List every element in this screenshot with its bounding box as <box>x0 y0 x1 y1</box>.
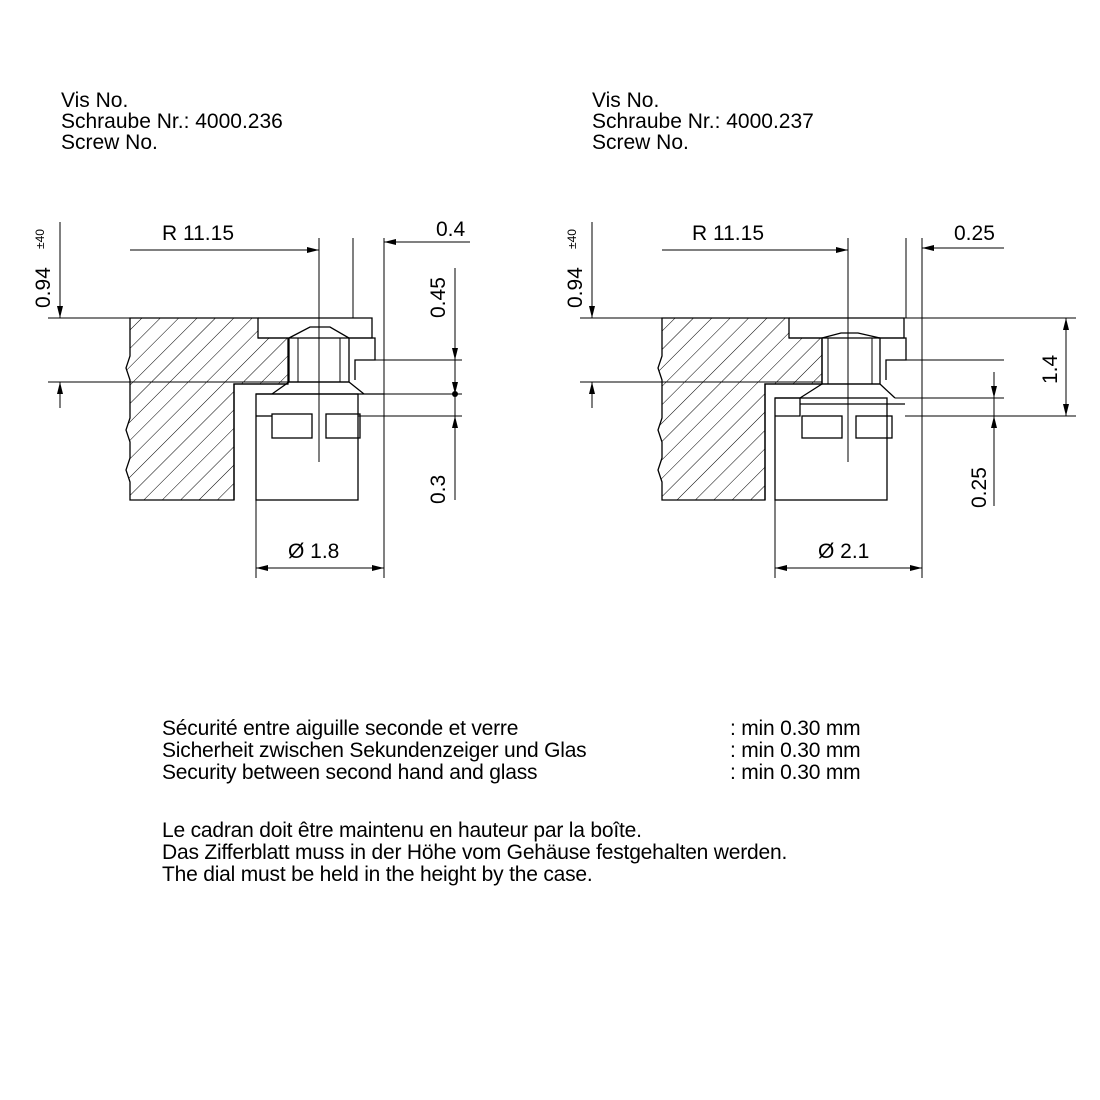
dial-notes: Le cadran doit être maintenu en hauteur … <box>162 820 787 886</box>
screw-right <box>799 332 896 399</box>
radius-label: R 11.15 <box>162 222 234 245</box>
dim-label-top: 0.4 <box>436 218 466 241</box>
security-notes: Sécurité entre aiguille seconde et verre… <box>162 717 861 784</box>
security-value: : min 0.30 mm <box>730 739 861 762</box>
title-line-3: Screw No. <box>61 131 158 154</box>
height-label: 0.94 <box>564 267 587 308</box>
screw-detail-right: Vis No. Schraube Nr.: 4000.237 Screw No. <box>564 89 1076 578</box>
dial-note-line: The dial must be held in the height by t… <box>162 863 593 886</box>
security-value: : min 0.30 mm <box>730 717 861 740</box>
extension-lines <box>580 222 1076 578</box>
diameter-label: Ø 1.8 <box>288 540 339 563</box>
security-row: Sécurité entre aiguille seconde et verre… <box>162 717 861 740</box>
radius-label: R 11.15 <box>692 222 764 245</box>
dim-label-top: 0.25 <box>954 222 995 245</box>
dimension-arrows <box>589 245 1069 571</box>
title-line-3: Screw No. <box>592 131 689 154</box>
title-line-1: Vis No. <box>61 89 128 112</box>
tolerance-label: ±40 <box>33 229 47 249</box>
tolerance-label: ±40 <box>565 229 579 249</box>
extension-lines <box>48 222 462 578</box>
security-row: Security between second hand and glass :… <box>162 761 861 784</box>
screw-detail-left: Vis No. Schraube Nr.: 4000.236 Screw No. <box>32 89 470 578</box>
security-value: : min 0.30 mm <box>730 761 861 784</box>
title-line-1: Vis No. <box>592 89 659 112</box>
security-row: Sicherheit zwischen Sekundenzeiger und G… <box>162 739 861 762</box>
title-block-left: Vis No. Schraube Nr.: 4000.236 Screw No. <box>61 89 283 154</box>
title-line-2: Schraube Nr.: 4000.237 <box>592 110 814 133</box>
security-label: Sicherheit zwischen Sekundenzeiger und G… <box>162 739 587 762</box>
reference-dot <box>452 391 458 397</box>
security-label: Sécurité entre aiguille seconde et verre <box>162 717 519 740</box>
dim-label-side: 1.4 <box>1039 354 1062 384</box>
dimension-arrows <box>57 239 470 571</box>
case-outline <box>233 317 376 501</box>
dial-note-line: Le cadran doit être maintenu en hauteur … <box>162 819 642 842</box>
security-label: Security between second hand and glass <box>162 761 538 784</box>
case-section-hatched <box>657 317 823 501</box>
dial-plate <box>775 397 905 417</box>
diameter-label: Ø 2.1 <box>818 540 869 563</box>
title-block-right: Vis No. Schraube Nr.: 4000.237 Screw No. <box>592 89 814 154</box>
dim-label-low: 0.25 <box>968 467 991 508</box>
title-line-2: Schraube Nr.: 4000.236 <box>61 110 283 133</box>
dim-label-mid: 0.45 <box>427 277 450 318</box>
dial-plate <box>256 393 384 417</box>
dial-note-line: Das Zifferblatt muss in der Höhe vom Geh… <box>162 841 788 864</box>
height-label: 0.94 <box>32 267 55 308</box>
case-section-hatched <box>125 317 289 501</box>
dim-label-low: 0.3 <box>427 475 450 504</box>
